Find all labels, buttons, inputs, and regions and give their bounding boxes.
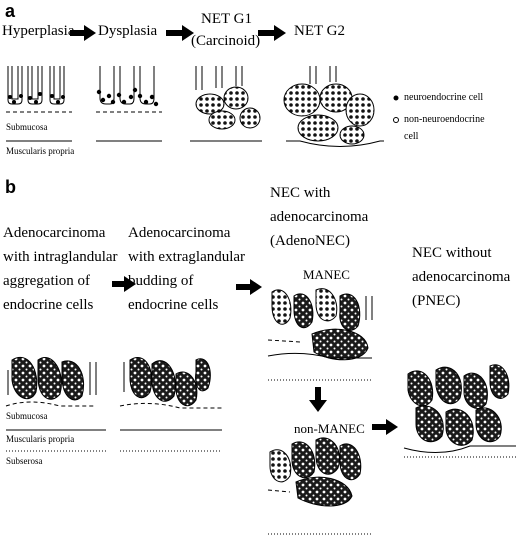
legend-neuro-label: neuroendocrine cell [404,92,484,103]
manec-muscularis [267,352,372,359]
stage-net-g2: NET G2 [294,23,345,39]
manec-label: MANEC [303,267,350,282]
stage1-line-4: endocrine cells [3,297,94,313]
a-submucosa-label: Submucosa [6,122,48,132]
net-g1-tumor [195,66,261,130]
b-submucosa-label: Submucosa [6,411,48,421]
stage2-line-4: endocrine cells [128,297,219,313]
panel-a-arrows [70,25,286,41]
pnec-line-2: adenocarcinoma [412,269,511,285]
b-stage2-tumor [123,357,211,407]
dysplasia-glands [99,66,155,105]
b-submucosa-dash-1 [5,401,96,407]
hyperplasia-glands [7,66,65,105]
dysplasia-cells [96,87,159,107]
manec-tumor [271,288,373,361]
adenonec-line-2: adenocarcinoma [270,209,369,225]
arrow-a2 [166,25,194,41]
stage-dysplasia: Dysplasia [98,23,158,39]
stage-net-g1: NET G1 [201,11,252,27]
pnec-layer-line [403,445,516,454]
panel-b-arrows [112,276,398,435]
stage2-line-1: Adenocarcinoma [128,225,231,241]
arrow-b2 [236,279,262,295]
net-g2-tumor [283,66,375,145]
stage1-line-3: aggregation of [3,273,91,289]
non-manec-dash [267,489,291,493]
panel-b-letter: b [5,177,16,197]
hyperplasia-cells [8,92,65,104]
b-submucosa-dash-2 [119,402,222,409]
stage1-line-1: Adenocarcinoma [3,225,106,241]
b-stage1-tumor [7,356,97,401]
b-subserosa-label: Subserosa [6,456,43,466]
stage2-line-2: with extraglandular [128,249,246,265]
legend-non-neuro-symbol [393,117,399,123]
arrow-b1 [112,276,136,292]
adenonec-line-3: (AdenoNEC) [270,233,350,249]
arrow-b4 [372,419,398,435]
arrow-a3 [258,25,286,41]
a-muscularis-line-4 [286,140,384,147]
stage2-line-3: budding of [128,273,194,289]
stage1-line-2: with intraglandular [3,249,118,265]
arrow-b3 [309,387,327,412]
legend-neuro-symbol [393,95,399,101]
manec-dash [267,339,301,343]
panel-a-letter: a [5,1,16,21]
pnec-line-1: NEC without [412,245,492,261]
b-muscularis-label: Muscularis propria [6,434,75,444]
arrow-a1 [70,25,96,41]
stage-hyperplasia: Hyperplasia [2,23,75,39]
pnec-tumor [407,364,510,446]
pnec-line-3: (PNEC) [412,293,461,309]
non-manec-label: non-MANEC [294,421,365,436]
legend-non-neuro-label-1: non-neuroendocrine [404,114,485,125]
adenonec-line-1: NEC with [270,185,331,201]
legend-non-neuro-label-2: cell [404,131,419,142]
a-muscularis-label: Muscularis propria [6,146,75,156]
stage-carcinoid: (Carcinoid) [191,33,261,49]
non-manec-tumor [269,437,362,507]
